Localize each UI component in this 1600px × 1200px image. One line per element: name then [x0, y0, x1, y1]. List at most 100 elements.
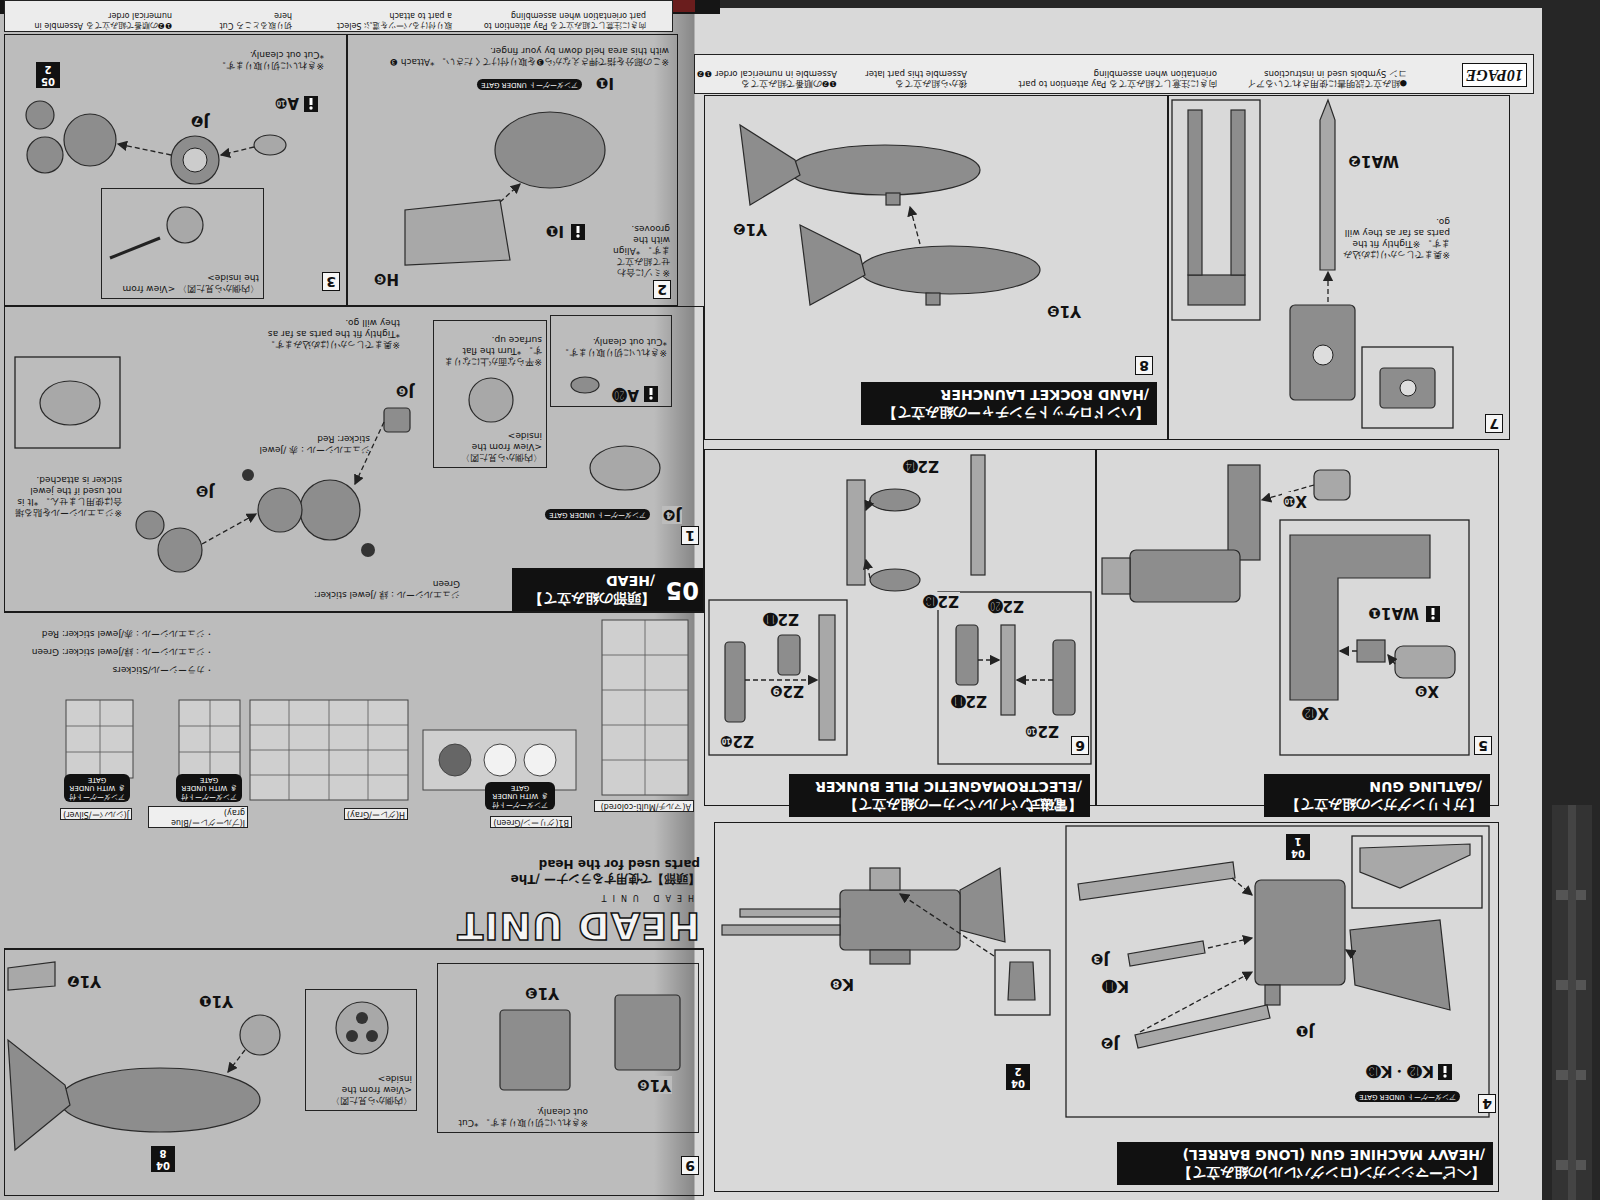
panel-3-art: [171, 136, 219, 184]
heavy-machine-gun-art: [1008, 962, 1035, 1000]
part-number: A❿: [274, 94, 300, 112]
pile-bunker-art: [1001, 625, 1015, 715]
gate-badge: アンダーゲート付き WITH UNDER GATE: [176, 775, 242, 803]
head-assembly-art: [300, 480, 360, 540]
pile-bunker-art: [819, 615, 835, 740]
heavy-machine-gun-art: [870, 868, 900, 890]
helmet-art: [500, 184, 520, 202]
panel-3-art: [64, 114, 116, 166]
heavy-machine-gun-art: [1128, 941, 1205, 966]
pile-bunker-art: [866, 560, 870, 578]
head-assembly-art: [40, 381, 100, 425]
step-number: 5: [1474, 736, 1492, 755]
runner-diagrams: [250, 700, 408, 800]
pile-bunker-art: [978, 659, 999, 660]
step-panel: 7: [1168, 95, 1510, 440]
sticker-list: ・ジュエルシール：赤/Jewel sticker: Red: [42, 628, 214, 639]
part-number: Y1❸: [524, 984, 560, 1002]
note-text: ※平らな面が上になります。 *Turn the flat surface up.: [436, 334, 542, 367]
sticker-note: ジュエルシール：赤 /Jewel sticker: Red: [255, 433, 370, 455]
panel-7-art: [1172, 100, 1453, 428]
gatling-gun-art: [1357, 640, 1385, 662]
runner-diagrams: [179, 700, 240, 778]
section-header: 【ガトリングガンの組み立て】 /GATLING GUN: [1264, 774, 1490, 817]
pile-bunker-art: [971, 455, 985, 575]
view-box: 〈内側から見た図〉 <View from the inside>: [101, 188, 264, 299]
page-number: 10PAGE: [1462, 63, 1527, 87]
heavy-machine-gun-art: [1208, 938, 1252, 948]
panel-3-art: [183, 148, 207, 172]
part-number: I❶: [545, 222, 565, 240]
heavy-machine-gun-art: [1438, 1064, 1452, 1080]
note-box: ※きれいに切り取ります。 *Cut out cleanly.: [437, 963, 699, 1133]
heavy-machine-gun-art: [960, 868, 1005, 942]
panel-7-art: [1188, 110, 1202, 275]
runner-diagrams: [423, 730, 576, 790]
heavy-machine-gun-art: [1346, 950, 1354, 955]
runner-diagrams: [602, 620, 688, 795]
gatling-gun-art: [1340, 650, 1357, 651]
symbol-text: ●組み立て説明書に使用されているアイコン Symbols used in ins…: [1242, 69, 1407, 89]
gatling-gun-art: [1130, 550, 1240, 602]
heavy-machine-gun-art: [740, 909, 840, 917]
symbol-text: 後から組み立てる Assemble this part later: [859, 69, 967, 89]
panel-7-art: [1290, 305, 1355, 400]
panel-7-art: [1362, 347, 1453, 428]
panel-9-art: [615, 995, 680, 1070]
panel-7-art: [1172, 100, 1260, 320]
panel-3-art: [254, 135, 286, 155]
part-number: Z2⓫: [950, 692, 988, 710]
step-reference: 05 2: [36, 62, 60, 88]
panel-9-art: [60, 1068, 260, 1132]
panel-7-art: [1231, 110, 1245, 275]
part-number: Y1❶: [198, 992, 234, 1010]
note-text: ※きれいに切り取ります。 *Cut out cleanly.: [553, 336, 667, 358]
heavy-machine-gun-art: [1232, 878, 1252, 895]
step-number: 7: [1485, 414, 1503, 433]
panel-9-art: [8, 962, 680, 1150]
panel-9-art: [8, 1040, 70, 1150]
part-number: Y1❻: [636, 1076, 672, 1094]
symbol-text: ❶❷の順番で組み立てる Assemble in numerical order …: [697, 69, 837, 89]
part-number: I❶: [595, 74, 615, 92]
symbol-text: 向きに注意して組み立てる Pay attention to part orien…: [471, 11, 646, 30]
gatling-gun-art: [1102, 465, 1469, 755]
note-text: 〈内側から見た図〉 <View from the inside>: [109, 272, 259, 294]
step-number: 8: [1135, 356, 1153, 375]
sticker-list: ・ジュエルシール：緑/Jewel sticker: Green: [32, 646, 214, 657]
panel-3-art: [167, 207, 203, 243]
heavy-machine-gun-art: [1078, 862, 1235, 900]
runner-label: A(マルチ/Multi-colored): [594, 800, 694, 812]
pile-bunker-art: [1053, 640, 1075, 715]
gatling-gun-art: [1388, 655, 1395, 664]
head-assembly-art: [202, 514, 256, 544]
note-text: ※奥までしっかりはめ込みます。 *Tightly fit the parts a…: [260, 317, 400, 350]
head-assembly-art: [258, 488, 302, 532]
part-number: Y1❼: [66, 972, 102, 990]
section-header: 【頭部の組み立て】 /HEAD: [512, 568, 663, 611]
section-header: 【ヘビーマシンガン(ロングバレル)の組み立て】 /HEAVY MACHINE G…: [1117, 1142, 1493, 1185]
step-reference: 04 8: [151, 1146, 175, 1172]
part-number: J❻: [395, 382, 415, 400]
runner-label: I(ブルーグレー/Blue gray): [148, 806, 248, 828]
panel-7-art: [1320, 100, 1335, 270]
gatling-gun-art: [1280, 520, 1469, 755]
heavy-machine-gun-art: [722, 925, 840, 935]
gate-badge: アンダーゲート付き WITH UNDER GATE: [64, 775, 130, 803]
head-assembly-art: [136, 511, 164, 539]
head-assembly-art: [590, 446, 660, 490]
pile-bunker-art: [778, 635, 800, 675]
pile-bunker-art: [870, 569, 920, 591]
pile-bunker-art: [847, 480, 865, 585]
heavy-machine-gun-art: [840, 890, 960, 950]
page-ground: [692, 8, 1542, 1200]
panel-3-art: [221, 147, 254, 155]
note-text: ※奥までしっかりはめ込みます。 ※Tightly fit the parts a…: [1342, 216, 1450, 260]
step-number: 2: [653, 280, 671, 299]
panel-9-art: [356, 1012, 368, 1024]
pile-bunker-art: [709, 600, 847, 755]
runner-sprue: [1552, 805, 1592, 1200]
heavy-machine-gun-art: [900, 894, 994, 956]
view-box: 〈内側から見た図〉 <View from the inside>※平らな面が上に…: [433, 320, 547, 468]
